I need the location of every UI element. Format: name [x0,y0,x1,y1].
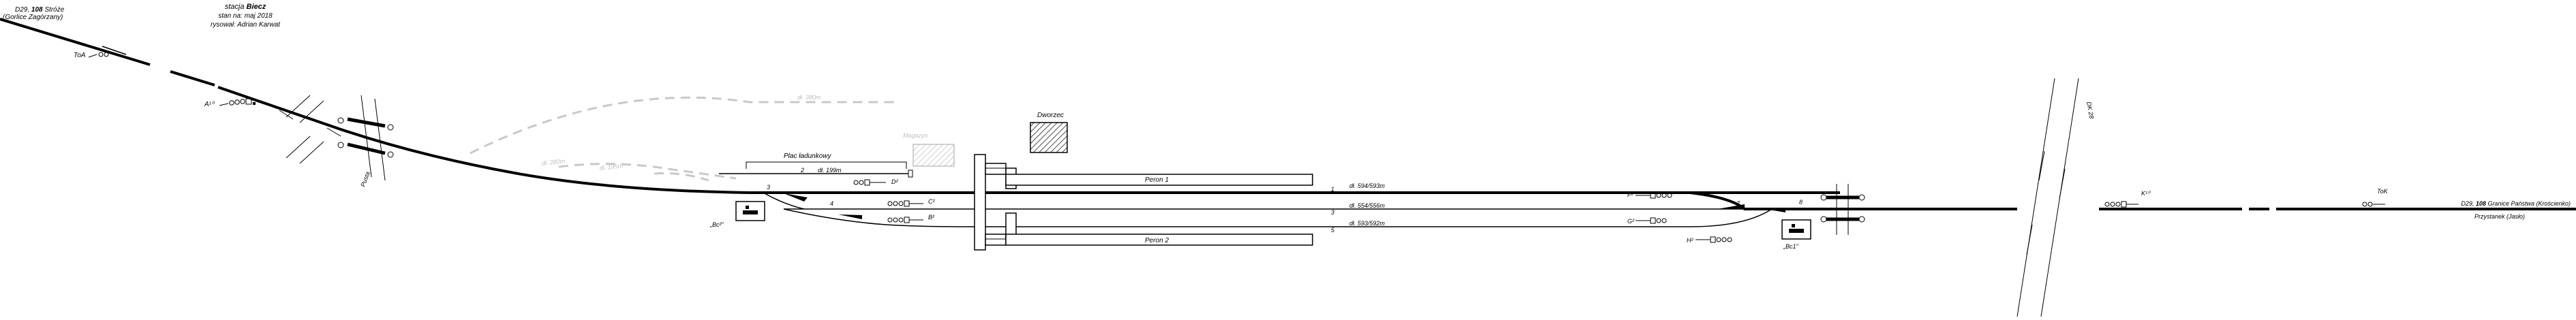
signal-a: A¹⁰ [204,98,256,108]
main-track-west [0,18,750,194]
track-2: 2 dł. 199m D² [719,167,913,186]
signal-box-bc1: „Bc1” [1781,219,1811,250]
warehouse-label: Magazyn [903,132,928,139]
signal-box-bc2-label: „Bc²” [709,221,724,228]
signal-g2-label: G² [1627,218,1635,225]
track-3-left-number: 3 [767,184,770,191]
cargo-yard: Plac ładunkowy [746,153,907,169]
station-building-label: Dworzec [1037,112,1064,119]
platform-2-label: Peron 2 [1145,237,1169,244]
switch-7: 7 [1717,200,1745,209]
switch-7-label: 7 [1736,200,1741,207]
track-1-number: 1 [1331,186,1334,193]
signal-a-label: A¹⁰ [204,101,215,108]
track-3: 3 3 dł. 554/556m [763,184,1745,216]
signal-d2-label: D² [891,178,898,185]
line-west-title: D29, 108 Stróże [15,6,65,14]
line-east-title: D29, 108 Granice Państwa (Krościenko) [2461,200,2571,207]
level-crossing-west: Pusta [337,95,394,188]
siding-length-mid2: dł. 195m [599,162,624,172]
signal-c2-label: C² [928,198,935,205]
crossing-label: Pusta [359,171,371,188]
signal-h2-label: H² [1687,237,1693,244]
signal-k-label: K¹⁰ [2141,190,2151,197]
switch-8-label: 8 [1799,199,1803,206]
line-west-sub: (Gorlice Zagórzany) [3,14,63,21]
road-dk28-label: DK 28 [2085,101,2095,119]
status-date: stan na: maj 2018 [218,12,273,20]
signal-c2: C² [887,198,935,207]
signal-f2: F² [1627,191,1672,199]
line-east-sub: Przystanek (Jasło) [2474,213,2525,220]
switch-4: 4 [784,193,862,219]
line-east: K¹⁰ ToK D29, 108 Granice Państwa (Krości… [2099,188,2576,220]
track-3-number: 3 [1331,209,1334,216]
header: stacja Biecz stan na: maj 2018 rysował: … [211,3,281,29]
toa-label: ToA [74,52,86,59]
signal-box-bc2: „Bc²” [709,201,765,228]
track-2-number: 2 [800,167,804,174]
signal-box-bc1-label: „Bc1” [1783,243,1799,250]
signal-b2-label: B² [928,214,935,221]
switch-8: 8 [1765,199,1803,212]
warehouse [913,144,955,167]
platform-1-label: Peron 1 [1145,176,1169,184]
road-dk28: DK 28 [2017,78,2095,317]
siding-length-top: dł. 380m [797,94,821,101]
signal-h2: H² [1687,236,1732,244]
station-title: stacja Biecz [225,3,266,11]
platform-area: Peron 1 Peron 2 [974,154,1313,251]
underpass [974,154,986,251]
track-3-length: dł. 554/556m [1349,202,1385,209]
tok-signal: ToK [2362,188,2389,207]
track-5: 5 dł. 593/592m [783,208,1773,234]
track-5-number: 5 [1331,227,1335,234]
track-1-length: dł. 594/593m [1349,182,1385,189]
tok-label: ToK [2377,188,2389,195]
toa-signal [88,52,109,58]
switch-4-label: 4 [830,200,833,207]
signal-b2: B² [887,214,935,223]
track-2-length: dł. 199m [818,167,842,174]
station-building: Dworzec [1030,112,1068,153]
signal-g2: G² [1627,217,1667,225]
signal-k: K¹⁰ [2104,190,2151,208]
signal-f2-label: F² [1627,191,1634,198]
siding-length-mid1: dł. 280m [541,157,566,167]
author: rysował: Adrian Karwat [211,21,281,29]
cargo-yard-label: Plac ładunkowy [784,153,831,160]
line-west-label: D29, 108 Stróże (Gorlice Zagórzany) ToA [3,6,109,59]
signal-d2 [853,179,886,186]
former-sidings: dł. 380m dł. 280m dł. 195m Magazyn [470,94,955,182]
track-5-length: dł. 593/592m [1349,220,1385,227]
level-crossing-east [1820,184,1865,235]
bridge-marks-west [279,95,341,164]
